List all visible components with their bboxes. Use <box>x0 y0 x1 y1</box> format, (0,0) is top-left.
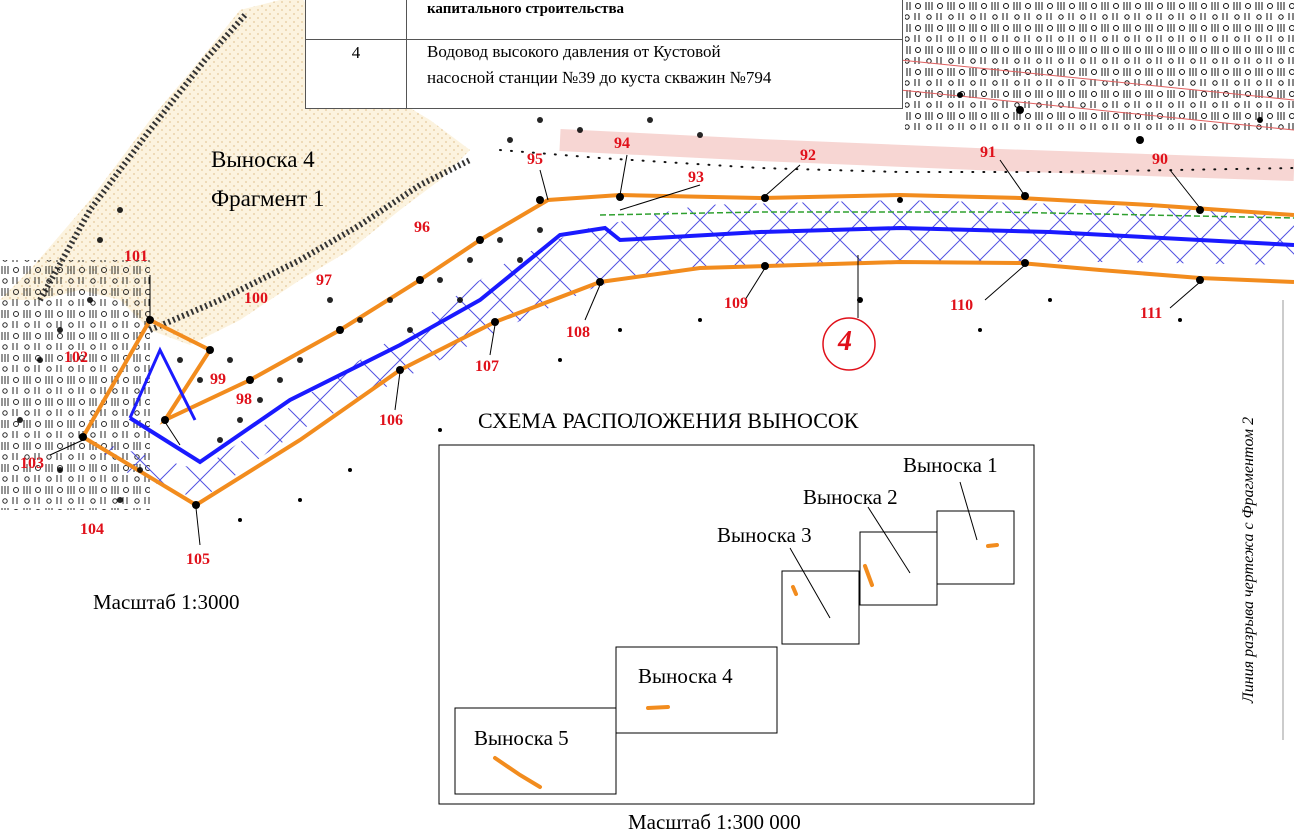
schema-leaders <box>789 481 978 619</box>
survey-dots <box>79 92 1263 522</box>
quarry-edge-2 <box>148 157 472 333</box>
boundary-west <box>81 319 152 438</box>
red-line-2 <box>899 59 1294 101</box>
legend-object-number: 4 <box>351 43 361 62</box>
side-note-text: Линия разрыва чертежа с Фрагментом 2 <box>1240 416 1257 704</box>
callout-title-line-2: Фрагмент 1 <box>211 186 325 211</box>
legend-divider <box>406 0 407 108</box>
point-label-97: 97 <box>316 272 332 289</box>
side-note: Линия разрыва чертежа с Фрагментом 2 <box>1234 390 1264 730</box>
point-label-90: 90 <box>1152 151 1168 168</box>
point-label-98: 98 <box>236 391 252 408</box>
swamp-area <box>905 0 1294 130</box>
point-label-108: 108 <box>566 324 590 341</box>
schema-callout-5: Выноска 5 <box>474 726 569 750</box>
schema-box-4 <box>615 646 778 734</box>
dotted-track <box>499 149 1294 173</box>
point-label-99: 99 <box>210 371 226 388</box>
pipeline-branch <box>128 346 197 421</box>
green-line <box>599 211 1294 219</box>
pipeline <box>128 225 1294 465</box>
legend-header-row <box>306 0 902 40</box>
point-label-103: 103 <box>20 455 44 472</box>
object-marker-circle <box>822 317 876 371</box>
schema-callout-1: Выноска 1 <box>903 453 998 477</box>
point-label-95: 95 <box>527 151 543 168</box>
point-label-96: 96 <box>414 219 430 236</box>
point-label-93: 93 <box>688 169 704 186</box>
point-label-94: 94 <box>614 135 630 152</box>
schema-marks <box>493 543 999 789</box>
legend-description-line-1: Водовод высокого давления от Кустовой <box>427 42 721 61</box>
red-line <box>899 89 1294 131</box>
point-label-111: 111 <box>1140 305 1163 322</box>
legend-object-description: Водовод высокого давления от Кустовой на… <box>427 39 897 91</box>
schema-scale: Масштаб 1:300 000 <box>628 810 801 834</box>
schema-box-2 <box>859 531 938 606</box>
road-band <box>559 129 1294 181</box>
point-label-107: 107 <box>475 358 499 375</box>
object-marker-number: 4 <box>838 326 852 357</box>
point-label-91: 91 <box>980 144 996 161</box>
point-label-102: 102 <box>64 349 88 366</box>
point-label-101: 101 <box>124 248 148 265</box>
point-label-106: 106 <box>379 412 403 429</box>
callout-title-line-1: Выноска 4 <box>211 147 315 172</box>
point-label-105: 105 <box>186 551 210 568</box>
label-leaders <box>49 154 1201 546</box>
point-label-110: 110 <box>950 297 974 314</box>
point-label-109: 109 <box>724 295 748 312</box>
point-label-100: 100 <box>244 290 268 307</box>
corridor-hatch <box>90 200 1294 500</box>
schema-title: СХЕМА РАСПОЛОЖЕНИЯ ВЫНОСОК <box>478 408 859 433</box>
boundary-north <box>149 192 1294 425</box>
legend-header-text: капитального строительства <box>427 1 625 17</box>
schema-callout-2: Выноска 2 <box>803 485 898 509</box>
point-label-92: 92 <box>800 147 816 164</box>
clutter-dots <box>17 117 703 503</box>
legend-table: капитального строительства 4 Водовод выс… <box>305 0 903 109</box>
schema-callout-3: Выноска 3 <box>717 523 812 547</box>
schema-box-5 <box>454 707 617 795</box>
scale-main: Масштаб 1:3000 <box>93 590 240 614</box>
point-label-104: 104 <box>80 521 104 538</box>
schema-frame <box>438 444 1035 805</box>
schema-callout-4: Выноска 4 <box>638 664 733 688</box>
boundary-south <box>81 259 1294 508</box>
legend-description-line-2: насосной станции №39 до куста скважин №7… <box>427 68 772 87</box>
schema-box-3 <box>781 570 860 645</box>
